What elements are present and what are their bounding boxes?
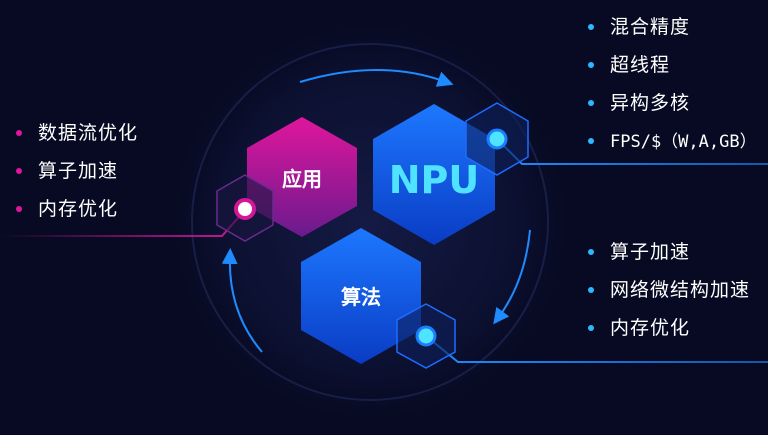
hex-npu-label: NPU [389, 158, 480, 202]
list-item: 算子加速 [586, 233, 750, 271]
list-item: FPS/$（W,A,GB） [586, 122, 757, 161]
bullet-dot [16, 130, 22, 136]
right-top-feature-list: 混合精度 超线程 异构多核 FPS/$（W,A,GB） [586, 8, 757, 161]
bullet-dot [588, 100, 594, 106]
list-item: 内存优化 [14, 190, 138, 228]
node-dot-left [234, 198, 256, 220]
list-item-text: 网络微结构加速 [610, 279, 751, 301]
right-bottom-feature-list: 算子加速 网络微结构加速 内存优化 [586, 233, 750, 347]
list-item-text: 算子加速 [610, 241, 691, 263]
list-item-text: FPS/$（W,A,GB） [610, 132, 757, 152]
flow-arc-left [221, 248, 263, 353]
bullet-dot [16, 168, 22, 174]
left-feature-list: 数据流优化 算子加速 内存优化 [14, 114, 138, 228]
bullet-dot [588, 62, 594, 68]
list-item-text: 内存优化 [38, 198, 119, 220]
bullet-dot [588, 249, 594, 255]
flow-arc-top [299, 69, 454, 87]
bullet-dot [588, 24, 594, 30]
list-item-text: 超线程 [610, 54, 671, 76]
hex-app-label: 应用 [282, 167, 322, 191]
node-dot-right-top [486, 128, 508, 150]
hex-algo-label: 算法 [341, 285, 381, 309]
list-item: 混合精度 [586, 8, 757, 46]
hex-algo [301, 228, 421, 364]
bullet-dot [588, 287, 594, 293]
list-item: 数据流优化 [14, 114, 138, 152]
bullet-dot [588, 325, 594, 331]
flow-arc-right [493, 229, 531, 325]
hex-app [247, 117, 357, 237]
list-item-text: 混合精度 [610, 16, 691, 38]
list-item-text: 内存优化 [610, 317, 691, 339]
list-item: 超线程 [586, 46, 757, 84]
bullet-dot [588, 138, 594, 144]
outer-ring [191, 43, 549, 401]
list-item: 算子加速 [14, 152, 138, 190]
list-item: 异构多核 [586, 84, 757, 122]
node-dot-right-bottom [415, 325, 437, 347]
list-item: 内存优化 [586, 309, 750, 347]
list-item: 网络微结构加速 [586, 271, 750, 309]
bullet-dot [16, 206, 22, 212]
list-item-text: 算子加速 [38, 160, 119, 182]
list-item-text: 异构多核 [610, 92, 691, 114]
list-item-text: 数据流优化 [38, 122, 139, 144]
hex-npu [373, 104, 495, 245]
